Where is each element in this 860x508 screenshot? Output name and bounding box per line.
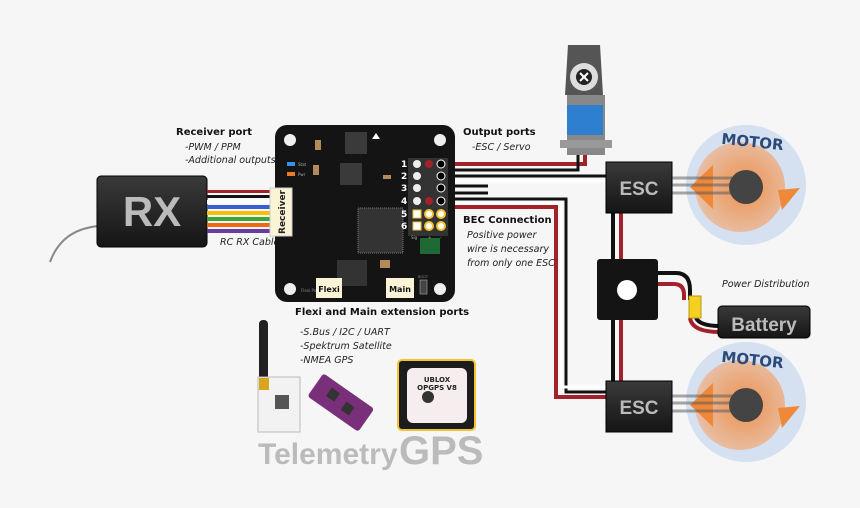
extension-line: -Spektrum Satellite: [300, 341, 392, 352]
led-label-stat: Stat: [298, 162, 307, 167]
pin-header-label: +: [428, 235, 431, 240]
telemetry-caption: Telemetry: [258, 438, 398, 471]
pin-number: 3: [401, 184, 407, 194]
gps-module: UBLOX OPGPS V8: [397, 359, 476, 431]
rx-cable: [207, 190, 271, 233]
pin-number: 2: [401, 172, 407, 182]
esc-label: ESC: [619, 179, 658, 200]
close-x-icon: [579, 72, 589, 82]
rx-label: RX: [123, 188, 181, 235]
battery-label: Battery: [731, 315, 797, 336]
pin-number: 5: [401, 210, 407, 220]
extension-line: -S.Bus / I2C / UART: [300, 327, 391, 338]
boot-switch-label: BOOT: [418, 275, 429, 279]
telemetry-module-purple: [308, 374, 374, 431]
main-port-label: Main: [389, 285, 411, 294]
rotation-arrow-icon: [690, 165, 800, 210]
output-ports-line: -ESC / Servo: [472, 142, 531, 153]
receiver-port-line: -Additional outputs: [185, 155, 276, 166]
esc-top: ESC: [605, 161, 673, 214]
rx-antenna: [49, 225, 99, 263]
bec-title: BEC Connection: [463, 215, 552, 226]
flexi-port-small-label: Flexi Port: [301, 288, 320, 293]
motor-bottom: MOTOR: [672, 342, 806, 462]
receiver-port-line: -PWM / PPM: [185, 142, 241, 153]
motor-top: MOTOR: [672, 125, 806, 245]
power-distribution-board: [597, 259, 658, 320]
main-port: [386, 278, 414, 298]
gps-line1: UBLOX: [424, 376, 451, 384]
receiver-port-title: Receiver port: [176, 127, 252, 138]
receiver-connector-label: Receiver: [278, 189, 288, 234]
extension-title: Flexi and Main extension ports: [295, 307, 469, 318]
extension-line: -NMEA GPS: [300, 355, 353, 366]
bec-line: wire is necessary: [467, 244, 549, 255]
output-pins: [412, 159, 446, 231]
gps-line2: OPGPS V8: [417, 384, 457, 392]
pin-number: 6: [401, 222, 407, 232]
output-wires: [440, 150, 606, 399]
esc-bottom: ESC: [605, 380, 673, 433]
rx-receiver: RX: [96, 175, 208, 248]
pin-number: 1: [401, 160, 407, 170]
rotation-arrow-icon: [690, 383, 800, 428]
boot-switch: [419, 279, 428, 295]
servo: [560, 45, 612, 155]
gps-caption: GPS: [399, 429, 483, 473]
telemetry-radio: [257, 320, 301, 433]
power-wires: [611, 213, 721, 382]
battery: Battery: [717, 305, 811, 339]
pin-header-label: -: [440, 235, 442, 240]
flexi-port: [316, 278, 342, 298]
output-ports-title: Output ports: [463, 127, 536, 138]
flexi-port-label: Flexi: [318, 285, 340, 294]
pin-header-label: Sig: [411, 235, 418, 240]
esc-label: ESC: [619, 398, 658, 419]
led-label-pwr: Pwr: [298, 172, 306, 177]
rx-cable-label: RC RX Cable: [220, 237, 280, 248]
bec-line: from only one ESC: [467, 258, 555, 269]
flight-controller-board: Stat Pwr 1 2 3 4 5 6 Sig + - Receiver Fl…: [269, 125, 455, 302]
xt60-connector: [688, 295, 702, 319]
receiver-connector: [269, 187, 293, 237]
power-distribution-label: Power Distribution: [722, 279, 810, 290]
bec-line: Positive power: [467, 230, 537, 241]
pin-number: 4: [401, 197, 407, 207]
